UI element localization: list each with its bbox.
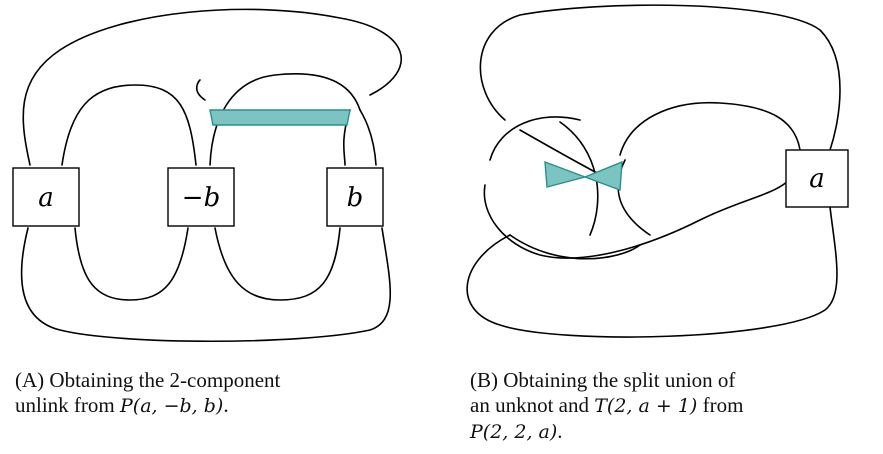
lobe-right-upper-a [209, 72, 361, 166]
teal-band-a [209, 109, 351, 126]
teal-band-b-right [583, 160, 623, 191]
caption-b-tag: (B) [470, 368, 498, 392]
outer-bottom-loop [466, 206, 838, 338]
caption-a: (A) Obtaining the 2-component unlink fro… [15, 368, 393, 419]
caption-b-line2: an unknot and T(2, a + 1) from [470, 393, 872, 419]
box-minus-b-label: −b [182, 183, 220, 213]
caption-b-suffix3: . [557, 419, 563, 443]
box-minus-b [167, 167, 235, 227]
outer-top-loop [479, 4, 841, 151]
caption-b-line3: P(2, 2, a). [470, 419, 872, 445]
caption-a-text1: Obtaining the 2-component [49, 368, 281, 392]
right-oval-upper [619, 101, 801, 156]
caption-b-suffix2: from [697, 393, 744, 417]
right-oval-inner [617, 159, 651, 236]
caption-a-math: P(a, −b, b) [120, 395, 224, 417]
caption-a-suffix: . [223, 393, 229, 417]
left-oval-lower [483, 149, 801, 259]
caption-a-text2: unlink from [15, 393, 120, 417]
left-oval-upper [489, 116, 581, 161]
outer-strand-bottom [20, 227, 392, 343]
caption-b-math: T(2, a + 1) [594, 395, 698, 417]
caption-b-math3: P(2, 2, a) [470, 421, 558, 443]
caption-a-line2: unlink from P(a, −b, b). [15, 393, 393, 419]
teal-band-b [544, 160, 588, 188]
panel-a-diagram: a −b b [12, 8, 402, 343]
box-a-b-label: a [809, 164, 825, 194]
caption-b-line1: (B) Obtaining the split union of [470, 368, 872, 393]
caption-a-tag: (A) [15, 368, 45, 392]
outer-strand-top [22, 8, 402, 166]
box-b [326, 167, 384, 227]
caption-b-text2: an unknot and [470, 393, 595, 417]
caption-b: (B) Obtaining the split union of an unkn… [470, 368, 872, 445]
box-a [12, 167, 80, 227]
box-a-b [785, 149, 849, 208]
lobe-left-upper [61, 84, 197, 166]
right-oval-lower [509, 234, 641, 260]
caption-a-line1: (A) Obtaining the 2-component [15, 368, 393, 393]
lobe-right-upper-b [196, 79, 206, 101]
lobe-right-lower [214, 227, 341, 301]
box-b-label: b [347, 183, 364, 213]
panel-b-diagram: a [466, 4, 849, 338]
lobe-left-lower [74, 227, 189, 301]
box-a-label: a [38, 183, 54, 213]
caption-b-text1: Obtaining the split union of [503, 368, 736, 392]
lobe-right-upper-d [359, 109, 377, 166]
